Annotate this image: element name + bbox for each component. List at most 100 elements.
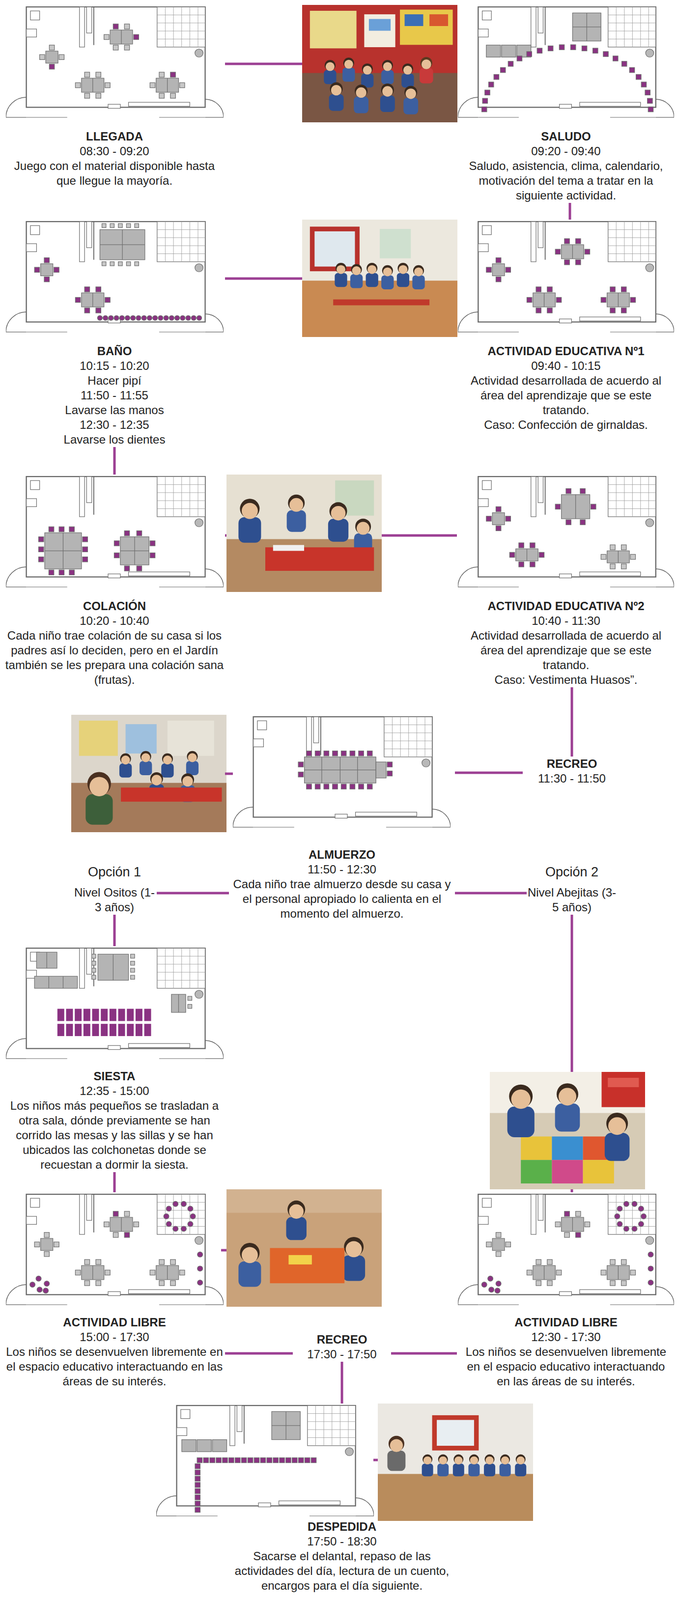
classroom-photo bbox=[302, 219, 458, 338]
floor-plan bbox=[5, 1192, 224, 1308]
activity-detail: Caso: Confección de girnaldas. bbox=[460, 417, 672, 433]
activity-detail: Lavarse los dientes bbox=[3, 432, 226, 448]
activity-heading: DESPEDIDA bbox=[226, 1519, 458, 1535]
activity-heading: ACTIVIDAD LIBRE bbox=[3, 1315, 226, 1330]
floor-plan bbox=[5, 219, 224, 336]
flow-line bbox=[113, 1172, 116, 1193]
activity-text-block: RECREO11:30 - 11:50 bbox=[522, 756, 621, 787]
activity-detail: Actividad desarrollada de acuerdo al áre… bbox=[460, 628, 672, 673]
activity-heading: ACTIVIDAD LIBRE bbox=[460, 1315, 672, 1330]
floor-plan bbox=[5, 946, 224, 1062]
activity-detail: 09:40 - 10:15 bbox=[460, 358, 672, 374]
activity-detail: 10:20 - 10:40 bbox=[3, 613, 226, 629]
activity-heading: BAÑO bbox=[3, 343, 226, 359]
flow-line bbox=[225, 1352, 293, 1355]
free-play-photo bbox=[226, 1189, 382, 1307]
activity-detail: 17:50 - 18:30 bbox=[226, 1534, 458, 1550]
activity-text-block: ACTIVIDAD EDUCATIVA Nº210:40 - 11:30Acti… bbox=[460, 598, 672, 688]
activity-detail: 10:40 - 11:30 bbox=[460, 613, 672, 629]
activity-detail: 11:50 - 12:30 bbox=[228, 862, 455, 877]
activity-node: SIESTA12:35 - 15:00Los niños más pequeño… bbox=[3, 946, 226, 1173]
floor-plan bbox=[5, 4, 224, 121]
activity-detail: Saludo, asistencia, clima, calendario, m… bbox=[460, 158, 672, 203]
activity-detail: Juego con el material disponible hasta q… bbox=[3, 158, 226, 189]
activity-detail: Los niños se desenvuelven libremente en … bbox=[460, 1344, 672, 1389]
activity-detail: Caso: Vestimenta Huasos”. bbox=[460, 672, 672, 688]
activity-heading: ALMUERZO bbox=[228, 847, 455, 863]
activity-detail: Actividad desarrollada de acuerdo al áre… bbox=[460, 373, 672, 418]
activity-text-block: SIESTA12:35 - 15:00Los niños más pequeño… bbox=[3, 1069, 226, 1173]
floor-plan bbox=[457, 474, 675, 591]
activity-detail: Lavarse las manos bbox=[3, 402, 226, 418]
floor-plan bbox=[232, 714, 451, 831]
activity-node: ACTIVIDAD LIBRE15:00 - 17:30Los niños se… bbox=[3, 1192, 226, 1389]
activity-detail: 17:30 - 17:50 bbox=[292, 1347, 392, 1362]
activity-detail: 08:30 - 09:20 bbox=[3, 143, 226, 159]
activity-node: ACTIVIDAD LIBRE12:30 - 17:30Los niños se… bbox=[456, 1192, 676, 1389]
photo-link bbox=[225, 772, 233, 776]
photo-link bbox=[373, 1459, 378, 1462]
level-label: Nivel Ositos (1-3 años) bbox=[72, 885, 157, 915]
flow-line bbox=[391, 1352, 457, 1355]
activity-heading: SALUDO bbox=[460, 129, 672, 144]
activity-heading: RECREO bbox=[292, 1332, 392, 1348]
floor-plan bbox=[457, 1192, 675, 1308]
flow-line bbox=[570, 687, 574, 757]
activity-detail: Sacarse el delantal, repaso de las activ… bbox=[226, 1549, 458, 1594]
flow-line bbox=[340, 1361, 344, 1404]
option-label: Opción 2 bbox=[535, 863, 609, 881]
activity-heading: LLEGADA bbox=[3, 129, 226, 144]
floor-plan bbox=[457, 219, 675, 336]
activity-node: BAÑO10:15 - 10:20Hacer pipí11:50 - 11:55… bbox=[3, 219, 226, 448]
activity-text-block: LLEGADA08:30 - 09:20Juego con el materia… bbox=[3, 129, 226, 189]
activity-node: ACTIVIDAD EDUCATIVA Nº210:40 - 11:30Acti… bbox=[456, 474, 676, 688]
lunch-photo bbox=[71, 714, 227, 833]
activity-node: DESPEDIDA17:50 - 18:30Sacarse el delanta… bbox=[156, 1403, 458, 1594]
activity-detail: 10:15 - 10:20 bbox=[3, 358, 226, 374]
activity-detail: 12:35 - 15:00 bbox=[3, 1083, 226, 1099]
activity-node: COLACIÓN10:20 - 10:40Cada niño trae cola… bbox=[3, 474, 226, 688]
floor-plan bbox=[156, 1403, 374, 1520]
activity-text-block: ACTIVIDAD LIBRE15:00 - 17:30Los niños se… bbox=[3, 1315, 226, 1389]
level-label: Nivel Abejitas (3-5 años) bbox=[526, 885, 618, 915]
activity-detail: Los niños se desenvuelven libremente en … bbox=[3, 1344, 226, 1389]
spacer bbox=[225, 1247, 226, 1307]
activity-node: RECREO11:30 - 11:50 bbox=[522, 756, 621, 787]
activity-heading: SIESTA bbox=[3, 1069, 226, 1084]
activity-detail: 09:20 - 09:40 bbox=[460, 143, 672, 159]
flow-line bbox=[113, 447, 116, 475]
activity-node: ALMUERZO11:50 - 12:30Cada niño trae almu… bbox=[228, 714, 455, 922]
activity-heading: ACTIVIDAD EDUCATIVA Nº2 bbox=[460, 598, 672, 614]
photo-link bbox=[221, 1249, 227, 1252]
activity-detail: 12:30 - 12:35 bbox=[3, 417, 226, 433]
activity-node: ACTIVIDAD EDUCATIVA Nº109:40 - 10:15Acti… bbox=[456, 219, 676, 433]
activity-detail: Cada niño trae almuerzo desde su casa y … bbox=[228, 876, 455, 922]
activity-text-block: ALMUERZO11:50 - 12:30Cada niño trae almu… bbox=[228, 847, 455, 922]
classroom-photo bbox=[302, 4, 458, 123]
activity-heading: RECREO bbox=[522, 756, 621, 772]
activity-text-block: ACTIVIDAD EDUCATIVA Nº109:40 - 10:15Acti… bbox=[460, 343, 672, 433]
floor-plan bbox=[5, 474, 224, 591]
activity-detail: Cada niño trae colación de su casa si lo… bbox=[3, 628, 226, 688]
option-label: Opción 1 bbox=[77, 863, 152, 881]
activity-heading: COLACIÓN bbox=[3, 598, 226, 614]
floor-plan bbox=[457, 4, 675, 121]
activity-detail: Hacer pipí bbox=[3, 373, 226, 389]
activity-text-block: ACTIVIDAD LIBRE12:30 - 17:30Los niños se… bbox=[460, 1315, 672, 1389]
activity-node: LLEGADA08:30 - 09:20Juego con el materia… bbox=[3, 4, 226, 189]
play-photo bbox=[489, 1071, 646, 1190]
activity-node: RECREO17:30 - 17:50 bbox=[292, 1332, 392, 1362]
activity-text-block: DESPEDIDA17:50 - 18:30Sacarse el delanta… bbox=[226, 1519, 458, 1594]
activity-text-block: RECREO17:30 - 17:50 bbox=[292, 1332, 392, 1362]
activity-detail: 12:30 - 17:30 bbox=[460, 1329, 672, 1345]
activity-text-block: COLACIÓN10:20 - 10:40Cada niño trae cola… bbox=[3, 598, 226, 688]
activity-detail: 15:00 - 17:30 bbox=[3, 1329, 226, 1345]
activity-detail: Los niños más pequeños se trasladan a ot… bbox=[3, 1098, 226, 1173]
flow-line bbox=[454, 771, 523, 775]
farewell-photo bbox=[377, 1403, 534, 1522]
activity-text-block: SALUDO09:20 - 09:40Saludo, asistencia, c… bbox=[460, 129, 672, 203]
activity-heading: ACTIVIDAD EDUCATIVA Nº1 bbox=[460, 343, 672, 359]
activity-text-block: BAÑO10:15 - 10:20Hacer pipí11:50 - 11:55… bbox=[3, 343, 226, 448]
activity-detail: 11:30 - 11:50 bbox=[522, 771, 621, 787]
